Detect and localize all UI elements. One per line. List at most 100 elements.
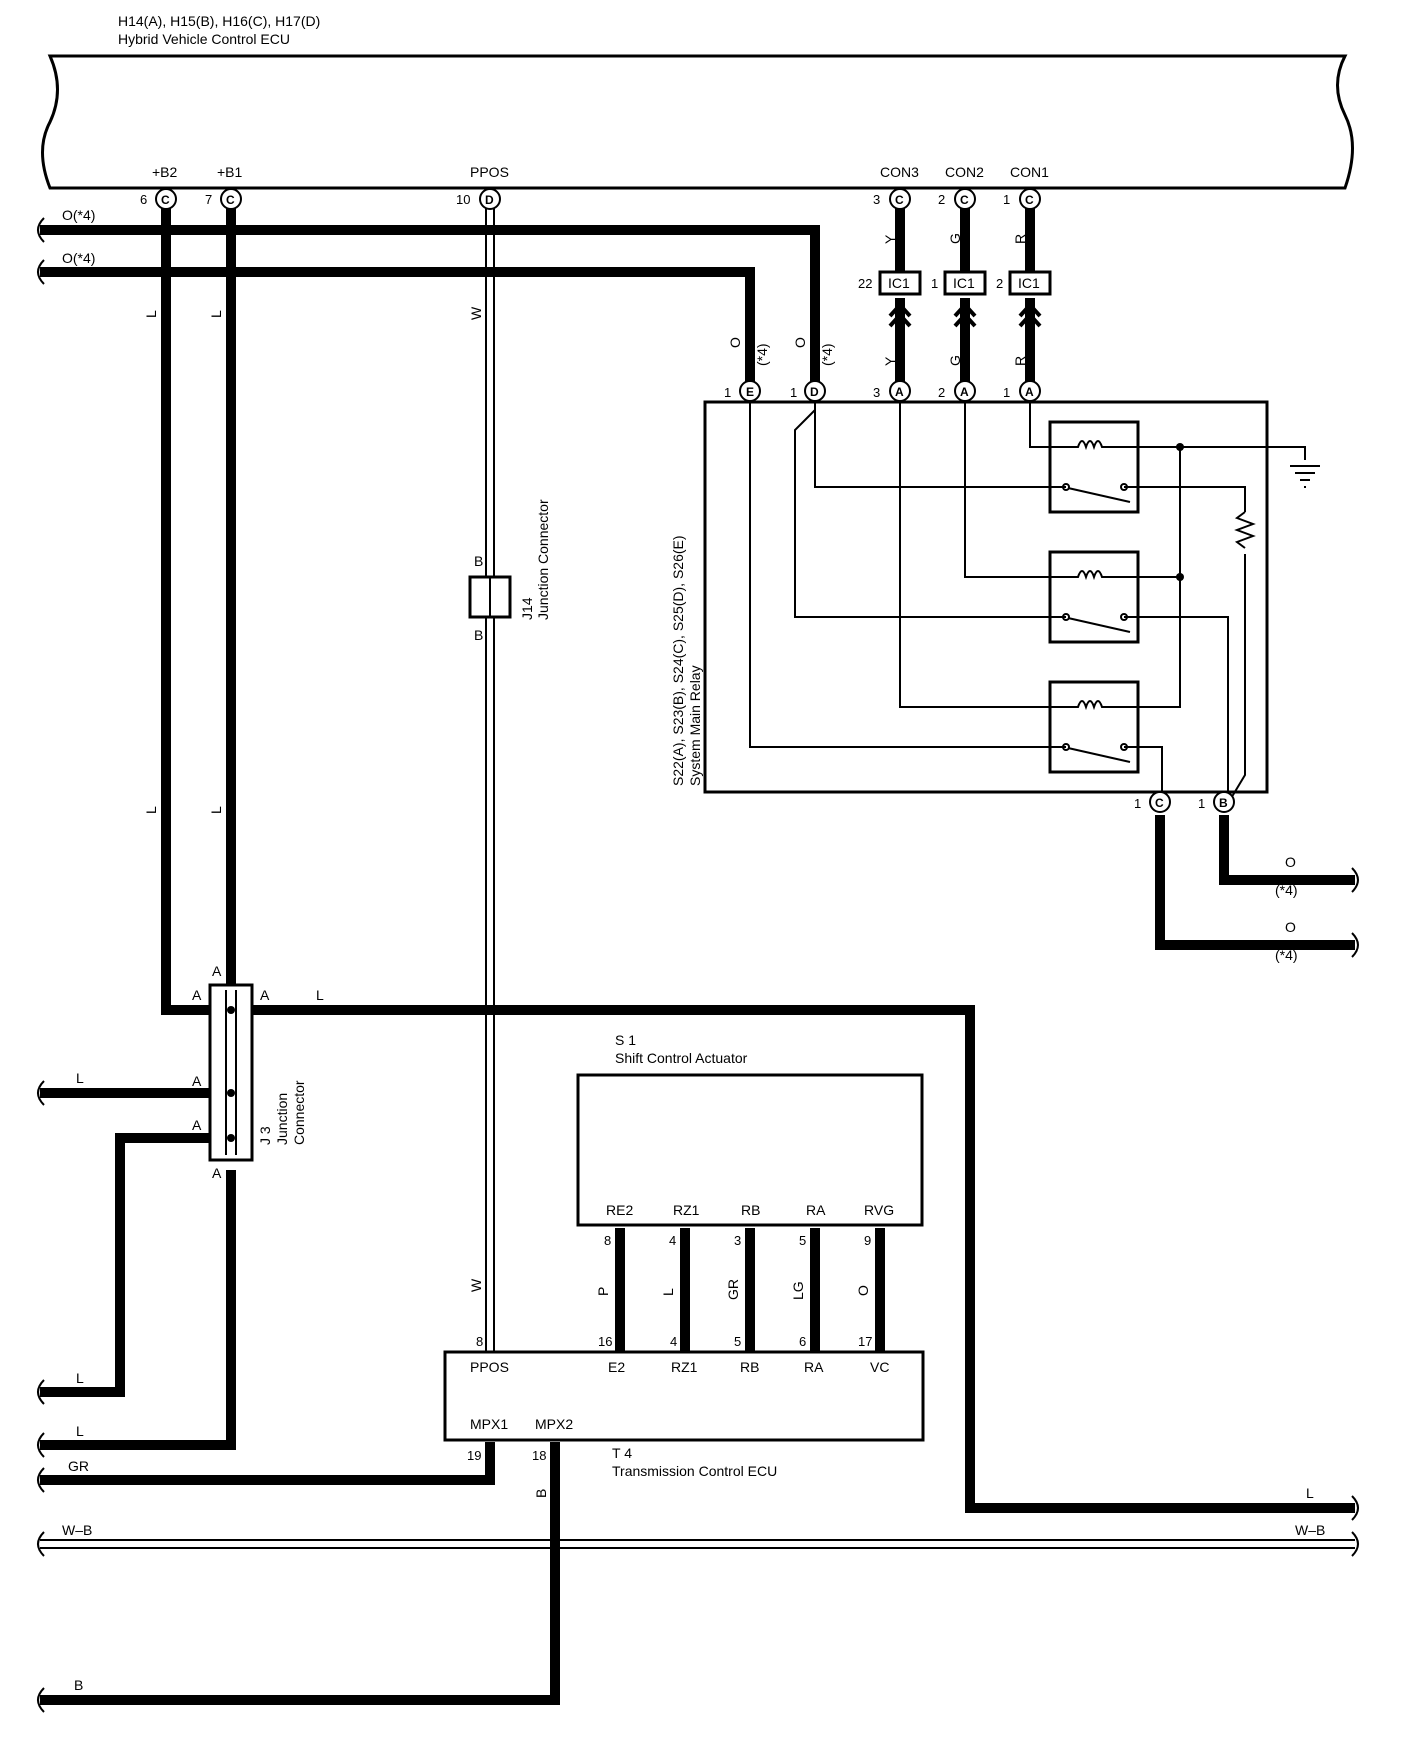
s1-title-line2: Shift Control Actuator (615, 1050, 748, 1066)
wire-relay-c-out (1155, 815, 1355, 950)
ecu-code-b1: C (226, 193, 235, 207)
bottom-wire-l-right: L (1306, 1485, 1314, 1501)
relay-pin-d: 1 (790, 385, 797, 400)
s1-wire-lg: LG (790, 1281, 806, 1300)
ic1-code-3: IC1 (1018, 275, 1040, 291)
s1-term-rz1: RZ1 (673, 1202, 700, 1218)
t4-term-rz1: RZ1 (671, 1359, 698, 1375)
t4-pin-17: 17 (858, 1334, 872, 1349)
relay-pin-e: 1 (724, 385, 731, 400)
ecu-terminals: 6 C 7 C 10 D 3 C 2 C 1 C (140, 188, 1041, 210)
ecu-pin-con3: 3 (873, 192, 880, 207)
ic1-wire-top-y: Y (882, 234, 898, 244)
j3-label-line2: Junction (274, 1093, 290, 1145)
relay-pin-a2: 2 (938, 385, 945, 400)
wire-label-o2: O(*4) (62, 250, 95, 266)
relay-label-line1: S22(A), S23(B), S24(C), S25(D), S26(E) (670, 535, 686, 786)
shift-control-actuator: S 1 Shift Control Actuator RE2 RZ1 RB RA… (576, 1032, 924, 1300)
j3-pin-top: A (212, 963, 222, 979)
j14-pin-bottom: B (474, 627, 483, 643)
relay-out-wire-1: O (1285, 854, 1296, 870)
relay-e-note: (*4) (754, 343, 770, 366)
t4-term-ra: RA (804, 1359, 824, 1375)
relay-code-a3: A (895, 385, 904, 399)
ic1-pin-1: 1 (931, 276, 938, 291)
wire-label-l-b1: L (208, 310, 224, 318)
ecu-term-name-con2: CON2 (945, 164, 984, 180)
wire-o-to-d (40, 225, 820, 382)
ic1-connectors: Y G R IC1 IC1 IC1 22 1 2 Y G R (858, 233, 1052, 366)
t4-pin-8: 8 (476, 1334, 483, 1349)
system-main-relay: O (*4) O (*4) 1 E 1 D 3 A 2 A 1 A (670, 337, 1320, 963)
ecu-term-name-ppos: PPOS (470, 164, 509, 180)
ecu-code-ppos: D (485, 193, 494, 207)
ecu-term-name-b2: +B2 (152, 164, 178, 180)
t4-pin-5: 5 (734, 1334, 741, 1349)
t4-pin-4: 4 (670, 1334, 677, 1349)
wire-label-ppos-low: W (468, 1278, 484, 1292)
transmission-control-ecu: 8 16 4 5 6 17 PPOS E2 RZ1 RB RA VC MPX1 … (443, 1334, 925, 1498)
wire-o-to-e (40, 267, 755, 382)
relay-pin-c: 1 (1134, 796, 1141, 811)
ecu-term-name-b1: +B1 (217, 164, 243, 180)
j14-label-line1: J14 (519, 597, 535, 620)
j3-pin-bottom: A (212, 1165, 222, 1181)
ic1-pin-2: 2 (996, 276, 1003, 291)
s1-term-rvg: RVG (864, 1202, 894, 1218)
bottom-wire-wb-right: W–B (1295, 1522, 1325, 1538)
ic1-wire-bottom-g: G (947, 355, 963, 366)
relay-code-b: B (1219, 796, 1228, 810)
s1-term-ra: RA (806, 1202, 826, 1218)
j3-label-line3: Connector (291, 1080, 307, 1145)
ecu-pin-ppos: 10 (456, 192, 470, 207)
ecu-title-line2: Hybrid Vehicle Control ECU (118, 31, 290, 47)
s1-pin-3: 3 (734, 1233, 741, 1248)
bottom-wire-l1: L (76, 1370, 84, 1386)
relay-d-wire: O (792, 337, 808, 348)
s1-pin-9: 9 (864, 1233, 871, 1248)
t4-pin-16: 16 (598, 1334, 612, 1349)
s1-wire-gr: GR (725, 1279, 741, 1300)
wire-label-l-b2: L (143, 310, 159, 318)
ic1-code-1: IC1 (888, 275, 910, 291)
relay-code-d: D (810, 385, 819, 399)
relay-code-a1: A (1025, 385, 1034, 399)
s1-pin-4: 4 (669, 1233, 676, 1248)
s1-wire-o: O (855, 1285, 871, 1296)
j3-connector: A A A A A A J 3 Junction Connector L L (76, 963, 324, 1181)
j3-wire-l-left: L (76, 1070, 84, 1086)
relay-pin-b: 1 (1198, 796, 1205, 811)
t4-term-vc: VC (870, 1359, 889, 1375)
wire-mpx1-gr (40, 1442, 495, 1485)
ic1-pin-22: 22 (858, 276, 872, 291)
relay-out-wire-2: O (1285, 919, 1296, 935)
bottom-wire-b: B (74, 1677, 83, 1693)
wire-break-right (1351, 867, 1359, 1557)
s1-pin-5: 5 (799, 1233, 806, 1248)
relay-code-e: E (746, 385, 754, 399)
bottom-wire-l2: L (76, 1423, 84, 1439)
relay-pin-a1: 1 (1003, 385, 1010, 400)
wire-b2 (161, 198, 230, 1015)
j3-pin-left-1: A (192, 987, 202, 1003)
relay-label-line2: System Main Relay (687, 665, 703, 786)
j3-pin-right-1: A (260, 987, 270, 1003)
j14-pin-top: B (474, 553, 483, 569)
bottom-wire-gr: GR (68, 1458, 89, 1474)
ecu-pin-b2: 6 (140, 192, 147, 207)
ecu-pin-con1: 1 (1003, 192, 1010, 207)
j3-pin-left-2: A (192, 1073, 202, 1089)
wire-mpx2-b (40, 1442, 560, 1705)
wire-relay-b-out (1219, 815, 1355, 885)
t4-title-line2: Transmission Control ECU (612, 1463, 777, 1479)
t4-mpx2-wire: B (533, 1489, 549, 1498)
t4-pin-19: 19 (467, 1448, 481, 1463)
t4-term-e2: E2 (608, 1359, 625, 1375)
wire-j3-l-left2 (40, 1133, 210, 1397)
ecu-pin-b1: 7 (205, 192, 212, 207)
ecu-code-con1: C (1025, 193, 1034, 207)
ecu-code-con3: C (895, 193, 904, 207)
wire-label-ppos-top: W (468, 306, 484, 320)
t4-term-rb: RB (740, 1359, 759, 1375)
